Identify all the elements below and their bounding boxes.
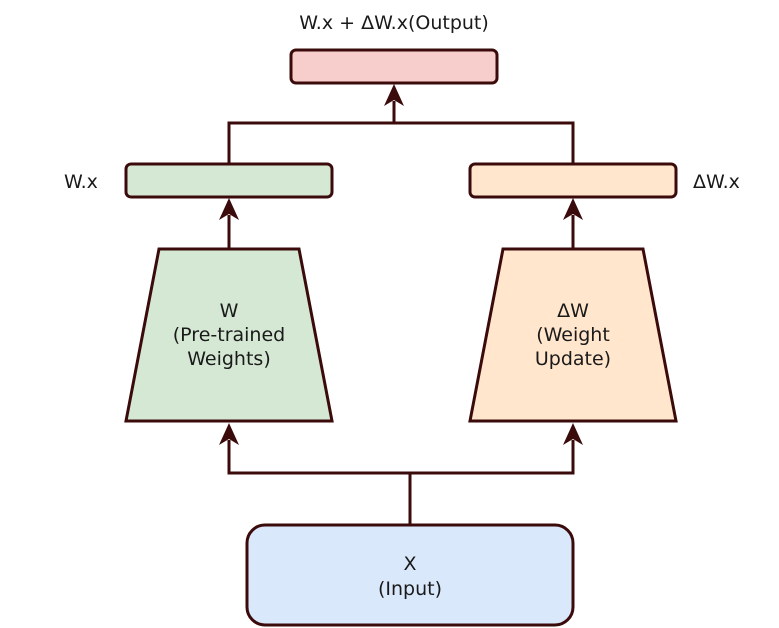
left-result-node: W.x	[64, 162, 334, 199]
output-node: W.x + ΔW.x(Output)	[289, 12, 499, 85]
weight-update-block	[468, 247, 678, 423]
arrowhead-left-result	[219, 198, 239, 220]
arrowhead-right-result	[563, 198, 583, 220]
weight-update-line-2: (Weight	[536, 324, 610, 346]
arrowhead-right-block	[563, 423, 583, 445]
pretrained-weights-node: W (Pre-trained Weights)	[124, 247, 334, 423]
input-node: X (Input)	[245, 523, 575, 627]
input-split-connector	[227, 440, 412, 524]
weight-update-line-1: ΔW	[557, 300, 589, 322]
connectors	[227, 101, 575, 524]
pretrained-weights-line-1: W	[220, 300, 239, 322]
pretrained-weights-line-3: Weights)	[187, 348, 271, 370]
arrowheads	[219, 84, 583, 445]
right-result-node: ΔW.x	[468, 162, 740, 199]
output-bar	[289, 48, 499, 85]
pretrained-weights-block	[124, 247, 334, 423]
weight-update-line-3: Update)	[535, 348, 611, 370]
left-result-label: W.x	[64, 171, 98, 193]
input-split-connector-right	[410, 440, 575, 475]
left-result-bar	[124, 162, 334, 199]
right-result-label: ΔW.x	[693, 171, 740, 193]
output-label: W.x + ΔW.x(Output)	[299, 12, 489, 34]
right-result-bar	[468, 162, 678, 199]
input-line-2: (Input)	[378, 578, 442, 600]
pretrained-weights-line-2: (Pre-trained	[173, 324, 285, 346]
weight-update-node: ΔW (Weight Update)	[468, 247, 678, 423]
input-line-1: X	[403, 553, 416, 575]
arrowhead-left-block	[219, 423, 239, 445]
merge-connector	[227, 121, 575, 163]
arrowhead-output	[384, 84, 404, 106]
input-box	[245, 523, 575, 627]
